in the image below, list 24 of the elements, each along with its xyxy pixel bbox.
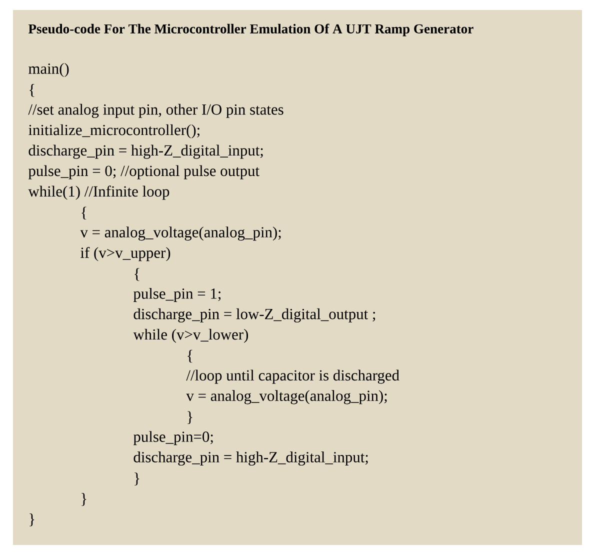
- code-line: discharge_pin = high-Z_digital_input;: [134, 452, 368, 466]
- code-line: discharge_pin = high-Z_digital_input;: [28, 144, 263, 159]
- code-line: }: [30, 514, 34, 526]
- code-line: v = analog_voltage(analog_pin);: [186, 390, 387, 404]
- code-line: main(): [28, 63, 69, 77]
- code-line: //set analog input pin, other I/O pin states: [28, 104, 284, 118]
- code-line: pulse_pin = 1;: [133, 288, 221, 302]
- title: Pseudo-code For The Microcontroller Emulation Of A UJT Ramp Generator: [28, 24, 474, 36]
- code-line: }: [134, 472, 140, 486]
- code-line: initialize_microcontroller();: [28, 124, 200, 138]
- code-line: pulse_pin=0;: [133, 431, 213, 446]
- code-line: while (v>v_lower): [133, 328, 248, 343]
- code-line: while(1) //Infinite loop: [28, 186, 170, 200]
- code-line: {: [188, 350, 192, 363]
- code-line: pulse_pin = 0; //optional pulse output: [28, 165, 260, 180]
- code-line: {: [82, 206, 86, 220]
- code-line: }: [188, 411, 192, 424]
- code-line: }: [82, 493, 86, 506]
- code-line: v = analog_voltage(analog_pin);: [80, 226, 281, 241]
- code-line: {: [30, 84, 34, 97]
- code-line: {: [134, 268, 140, 281]
- code-line: if (v>v_upper): [80, 246, 170, 262]
- code-line: //loop until capacitor is discharged: [186, 370, 400, 384]
- code-line: discharge_pin = low-Z_digital_output ;: [134, 308, 376, 322]
